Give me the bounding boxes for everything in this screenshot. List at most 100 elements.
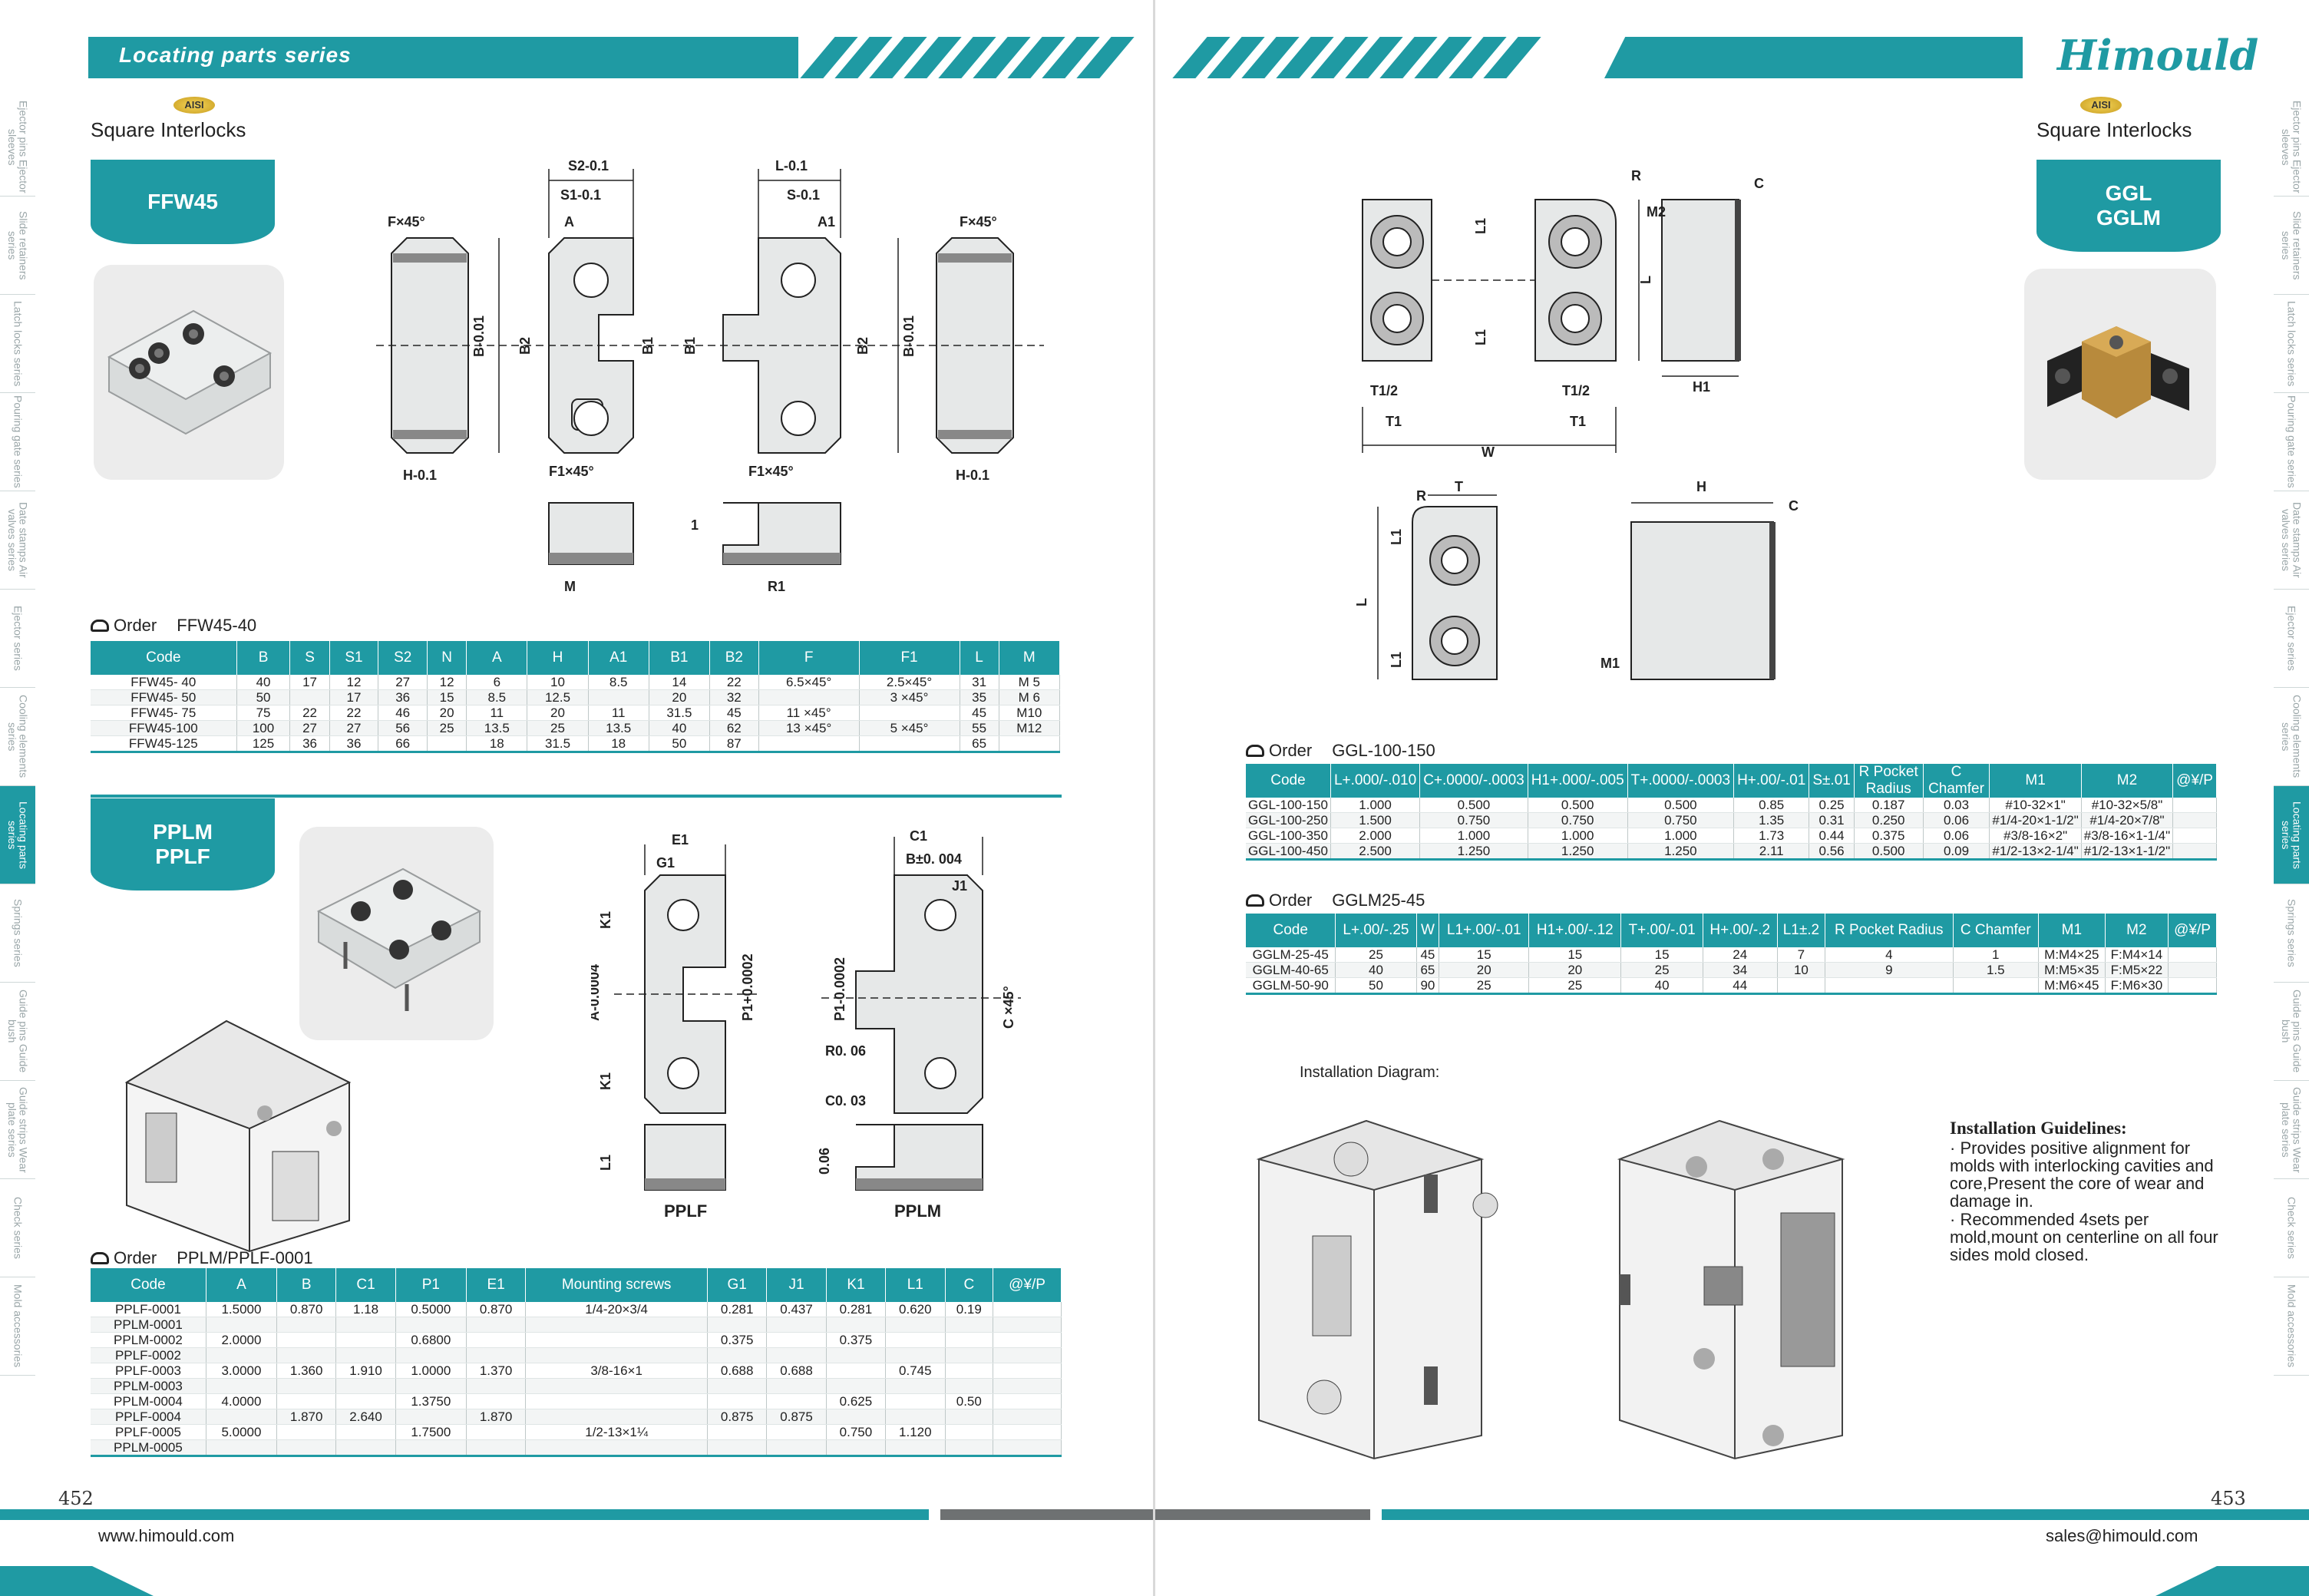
table-cell: 0.750 (826, 1424, 887, 1440)
side-tab-latch-locks[interactable]: Latch locks series (0, 295, 35, 393)
side-tab-check[interactable]: Check series (2274, 1179, 2309, 1277)
table-cell: 0.500 (1528, 798, 1628, 813)
svg-text:M2: M2 (1647, 204, 1666, 220)
column-header: C Chamfer (1953, 914, 2040, 947)
column-header: Code (91, 641, 237, 675)
svg-text:E1: E1 (672, 832, 689, 848)
table-cell: 2.640 (335, 1409, 396, 1425)
side-tab-check[interactable]: Check series (0, 1179, 35, 1277)
email-link[interactable]: sales@himould.com (2046, 1526, 2198, 1545)
table-cell (466, 1378, 527, 1394)
table-cell: 1.910 (335, 1363, 396, 1379)
table-cell: 1.870 (276, 1409, 337, 1425)
pplm-image (316, 867, 482, 1011)
side-tab-ejector-pins[interactable]: Ejector pins Ejector sleeves (0, 98, 35, 197)
table-cell: 24 (1703, 947, 1778, 963)
table-row: PPLM-0001 (91, 1317, 1062, 1333)
table-cell (525, 1439, 708, 1456)
side-tab-cooling[interactable]: Cooling elements series (0, 688, 35, 786)
column-header: @¥/P (2172, 764, 2217, 798)
table-cell: 0.500 (1419, 798, 1528, 813)
table-cell (766, 1439, 827, 1456)
table-cell: FFW45-125 (91, 735, 237, 752)
side-tab-ejector[interactable]: Ejector series (2274, 590, 2309, 688)
side-tab-mold-accessories[interactable]: Mold accessories (2274, 1277, 2309, 1376)
table-cell: 0.875 (707, 1409, 768, 1425)
svg-text:A: A (564, 214, 574, 230)
table-cell: 5.0000 (206, 1424, 278, 1440)
column-header: H+.00/-.2 (1703, 914, 1778, 947)
side-tab-guide-strips[interactable]: Guide strips Wear plate series (2274, 1081, 2309, 1179)
side-tab-cooling[interactable]: Cooling elements series (2274, 688, 2309, 786)
column-header: C1 (335, 1268, 396, 1302)
table-cell: 2.11 (1733, 843, 1810, 860)
table-cell (826, 1363, 887, 1379)
table-cell (395, 1439, 467, 1456)
column-header: B1 (649, 641, 710, 675)
table-cell: 0.19 (945, 1302, 994, 1317)
table-cell: FFW45-100 (91, 720, 237, 736)
side-tab-guide-pins[interactable]: Guide pins Guide bush (2274, 983, 2309, 1081)
table-cell (993, 1363, 1062, 1379)
website-link[interactable]: www.himould.com (98, 1526, 235, 1545)
column-header: A (206, 1268, 278, 1302)
table-cell (335, 1393, 396, 1409)
side-tab-date-stamps[interactable]: Date stamps Air valves series (2274, 491, 2309, 590)
table-cell: 0.50 (945, 1393, 994, 1409)
svg-text:T1: T1 (1570, 414, 1586, 429)
column-header: L1 (885, 1268, 946, 1302)
svg-text:J1: J1 (952, 878, 967, 894)
side-tab-date-stamps[interactable]: Date stamps Air valves series (0, 491, 35, 590)
table-cell: 13.5 (466, 720, 528, 736)
side-tab-springs[interactable]: Springs series (0, 884, 35, 983)
side-tab-mold-accessories[interactable]: Mold accessories (0, 1277, 35, 1376)
table-cell (885, 1378, 946, 1394)
series-title: Locating parts series (119, 43, 352, 67)
himould-logo: Himould (2057, 31, 2259, 80)
svg-text:R: R (1416, 488, 1426, 504)
table-cell: GGL-100-350 (1246, 828, 1331, 844)
table-cell: 13.5 (588, 720, 649, 736)
side-tab-slide-retainers[interactable]: Slide retainers series (0, 197, 35, 295)
table-cell (395, 1317, 467, 1333)
table-cell: 35 (960, 689, 999, 705)
side-tab-guide-pins[interactable]: Guide pins Guide bush (0, 983, 35, 1081)
side-tab-pouring-gate[interactable]: Pouring gate series (0, 393, 35, 491)
side-tab-pouring-gate[interactable]: Pouring gate series (2274, 393, 2309, 491)
side-tab-guide-strips[interactable]: Guide strips Wear plate series (0, 1081, 35, 1179)
table-cell: M:M5×35 (2038, 962, 2106, 978)
side-tab-latch-locks[interactable]: Latch locks series (2274, 295, 2309, 393)
svg-text:T1/2: T1/2 (1562, 383, 1590, 398)
table-cell: FFW45- 40 (91, 675, 237, 690)
side-tab-ejector-pins[interactable]: Ejector pins Ejector sleeves (2274, 98, 2309, 197)
table-cell: 0.187 (1854, 798, 1924, 813)
table-cell: GGL-100-150 (1246, 798, 1331, 813)
table-cell: #1/4-20×1-1/2" (1989, 812, 2082, 828)
ffw45-image (107, 309, 273, 435)
side-tab-slide-retainers[interactable]: Slide retainers series (2274, 197, 2309, 295)
table-cell: 1.3750 (395, 1393, 467, 1409)
svg-text:P1+0.0002: P1+0.0002 (740, 953, 755, 1021)
table-cell: 36 (289, 735, 330, 752)
table-cell (993, 1302, 1062, 1317)
phone-icon (1246, 894, 1264, 907)
side-tab-ejector[interactable]: Ejector series (0, 590, 35, 688)
table-cell (466, 1347, 527, 1363)
table-cell: 40 (1620, 977, 1703, 994)
table-cell: PPLM-0004 (91, 1393, 206, 1409)
side-tab-locating-parts[interactable]: Locating parts series (2274, 786, 2309, 884)
table-cell: M 6 (999, 689, 1061, 705)
side-tab-locating-parts[interactable]: Locating parts series (0, 786, 35, 884)
phone-icon (91, 620, 109, 632)
side-tab-springs[interactable]: Springs series (2274, 884, 2309, 983)
table-cell: PPLF-0003 (91, 1363, 206, 1379)
svg-text:1: 1 (691, 517, 699, 533)
table-cell: 45 (1416, 947, 1440, 963)
column-header: M1 (2038, 914, 2106, 947)
table-cell: 1.000 (1627, 828, 1735, 844)
